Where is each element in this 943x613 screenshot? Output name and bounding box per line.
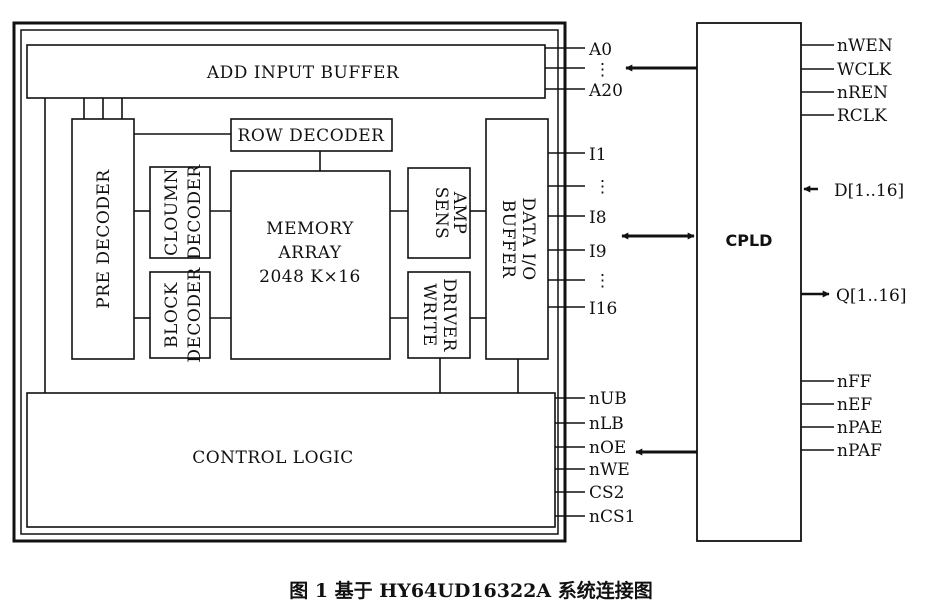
- cpld-block: [696, 22, 802, 542]
- cpld-pin-label-nren: nREN: [837, 83, 888, 103]
- add-input-buffer-label: ADD INPUT BUFFER: [206, 63, 400, 83]
- pin-label-i16: I16: [589, 299, 617, 319]
- figure-caption: 图 1 基于 HY64UD16322A 系统连接图: [289, 579, 653, 602]
- cpld-pin-label-nef: nEF: [837, 395, 872, 415]
- cpld-pin-label-wclk: WCLK: [837, 60, 892, 80]
- write-driver-label-1: WRITE: [419, 283, 439, 346]
- pin-label-i1: I1: [589, 145, 607, 165]
- cloumn-decoder-block: [149, 166, 211, 259]
- sens-amp-label-2: AMP: [449, 191, 469, 235]
- memory-chip-outer-frame: [12, 21, 567, 543]
- memory-array-label-3: 2048 K×16: [259, 267, 361, 287]
- pre-decoder-block: [71, 118, 135, 360]
- pin-ellipsis-i2: ⋮: [594, 271, 611, 291]
- cpld-pin-label-nwen: nWEN: [837, 36, 893, 56]
- pin-label-nlb: nLB: [589, 414, 624, 434]
- cloumn-decoder-label-1: CLOUMN: [162, 168, 182, 256]
- write-driver-block: [407, 271, 471, 359]
- block-decoder-block: [149, 271, 211, 359]
- sens-amp-block: [407, 167, 471, 259]
- cpld-pin-label-nff: nFF: [837, 372, 872, 392]
- memory-array-label-1: MEMORY: [266, 219, 354, 239]
- control-logic-label: CONTROL LOGIC: [192, 448, 354, 468]
- pin-label-a20: A20: [588, 81, 623, 101]
- pin-label-i8: I8: [589, 208, 607, 228]
- pin-label-nwe: nWE: [589, 460, 630, 480]
- buffer-data-io-label-2: DATA I/O: [518, 197, 538, 280]
- buffer-data-io-label-1: BUFFER: [498, 200, 518, 279]
- cloumn-decoder-label-2: DECODER: [185, 164, 205, 260]
- memory-chip-inner-frame: [20, 29, 559, 535]
- buffer-data-io-block: [485, 118, 549, 360]
- cpld-pin-label-rclk: RCLK: [837, 106, 887, 126]
- cpld-pin-label-q: Q[1..16]: [836, 286, 906, 306]
- block-decoder-label-2: DECODER: [185, 267, 205, 363]
- pin-label-i9: I9: [589, 242, 607, 262]
- control-logic-block: [26, 392, 556, 528]
- pin-label-noe: nOE: [589, 438, 626, 458]
- block-decoder-label-1: BLOCK: [162, 282, 182, 348]
- cpld-pin-label-npae: nPAE: [837, 418, 883, 438]
- cpld-label: CPLD: [726, 231, 773, 250]
- pin-label-nub: nUB: [589, 389, 627, 409]
- pin-label-cs2: CS2: [589, 483, 624, 503]
- cpld-pin-label-npaf: nPAF: [837, 441, 882, 461]
- cpld-pin-label-d: D[1..16]: [834, 181, 904, 201]
- row-decoder-block: [230, 118, 393, 152]
- add-input-buffer-block: [26, 44, 546, 99]
- sens-amp-label-1: SENS: [431, 187, 451, 240]
- write-driver-label-2: DRIVER: [439, 278, 459, 352]
- row-decoder-label: ROW DECODER: [238, 126, 386, 146]
- pin-label-a0: A0: [588, 40, 612, 60]
- pre-decoder-label: PRE DECODER: [94, 169, 114, 309]
- pin-label-ncs1: nCS1: [589, 507, 635, 527]
- pin-ellipsis-a: ⋮: [594, 60, 611, 80]
- memory-array-label-2: ARRAY: [277, 243, 341, 263]
- memory-array-block: [230, 170, 391, 360]
- pin-ellipsis-i1: ⋮: [594, 177, 611, 197]
